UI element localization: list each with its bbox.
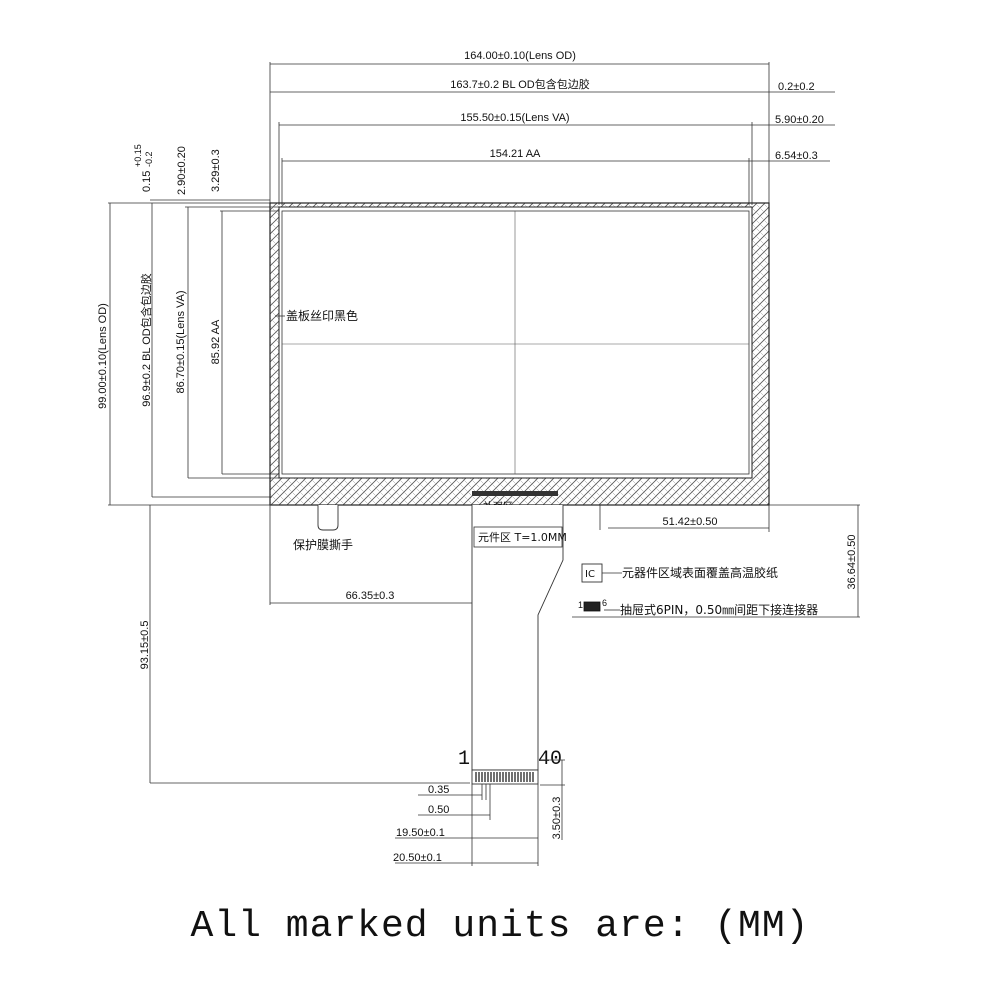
dim-top-0-15: 0.15 xyxy=(141,171,153,192)
left-dimensions xyxy=(108,199,470,784)
dim-lens-od-width: 164.00±0.10(Lens OD) xyxy=(464,50,576,62)
dim-lens-va-width: 155.50±0.15(Lens VA) xyxy=(460,112,569,124)
dim-stiffener-3-50: 3.50±0.3 xyxy=(551,797,563,840)
dim-right-36-64: 36.64±0.50 xyxy=(846,535,858,590)
connector-pin6-label: 6 xyxy=(602,598,607,608)
dim-width-19-50: 19.50±0.1 xyxy=(396,827,445,839)
dim-total-93-15: 93.15±0.5 xyxy=(139,621,151,670)
dim-fpc-center: 66.35±0.3 xyxy=(346,590,395,602)
dim-lens-od-height: 99.00±0.10(Lens OD) xyxy=(97,303,109,409)
dim-edge-6-54: 6.54±0.3 xyxy=(775,150,818,162)
dim-top-0-15-tol-plus: +0.15 xyxy=(133,144,143,167)
cover-print-note: 盖板丝印黑色 xyxy=(286,309,358,323)
dim-width-20-50: 20.50±0.1 xyxy=(393,852,442,864)
dim-aa-height: 85.92 AA xyxy=(210,319,222,364)
dim-top-3-29: 3.29±0.3 xyxy=(210,149,222,192)
dim-top-0-15-tol-minus: -0.2 xyxy=(144,151,154,167)
dim-edge-0-2: 0.2±0.2 xyxy=(778,81,815,93)
dim-bl-od-height: 96.9±0.2 BL OD包含包边胶 xyxy=(139,273,153,406)
dim-aa-width: 154.21 AA xyxy=(490,148,541,160)
fpc-pins xyxy=(475,772,534,782)
component-area-box xyxy=(473,526,563,548)
panel xyxy=(269,202,770,506)
ic-note: 元器件区域表面覆盖高温胶纸 xyxy=(622,565,778,580)
dim-edge-5-90: 5.90±0.20 xyxy=(775,114,824,126)
dim-pitch-0-35: 0.35 xyxy=(428,784,449,796)
pin-last-label: 40 xyxy=(538,748,562,771)
stiffener-strip xyxy=(472,491,558,496)
dim-lens-va-height: 86.70±0.15(Lens VA) xyxy=(175,290,187,393)
connector-icon xyxy=(583,601,601,612)
dim-top-2-90: 2.90±0.20 xyxy=(176,146,188,195)
connector-note: 抽屉式6PIN，0.50㎜间距下接连接器 xyxy=(620,602,818,617)
fpc-dimensions xyxy=(269,504,860,866)
units-footer: All marked units are: (MM) xyxy=(190,905,810,948)
dim-pitch-0-50: 0.50 xyxy=(428,804,449,816)
connector-pin1-label: 1 xyxy=(578,600,583,610)
protect-film-note: 保护膜撕手 xyxy=(293,538,353,552)
drawing-canvas: 164.00±0.10(Lens OD) 163.7±0.2 BL OD包含包边… xyxy=(97,50,860,866)
dim-bl-od-width: 163.7±0.2 BL OD包含包边胶 xyxy=(450,77,590,91)
top-dimensions xyxy=(269,62,835,205)
pin-first-label: 1 xyxy=(458,748,470,771)
fpc-tail xyxy=(471,505,564,771)
component-area-note: 元件区 T=1.0MM xyxy=(478,531,567,544)
active-area xyxy=(281,210,750,475)
ic-label: IC xyxy=(585,569,595,580)
protect-film-tab xyxy=(317,505,339,531)
dim-fpc-offset: 51.42±0.50 xyxy=(663,516,718,528)
